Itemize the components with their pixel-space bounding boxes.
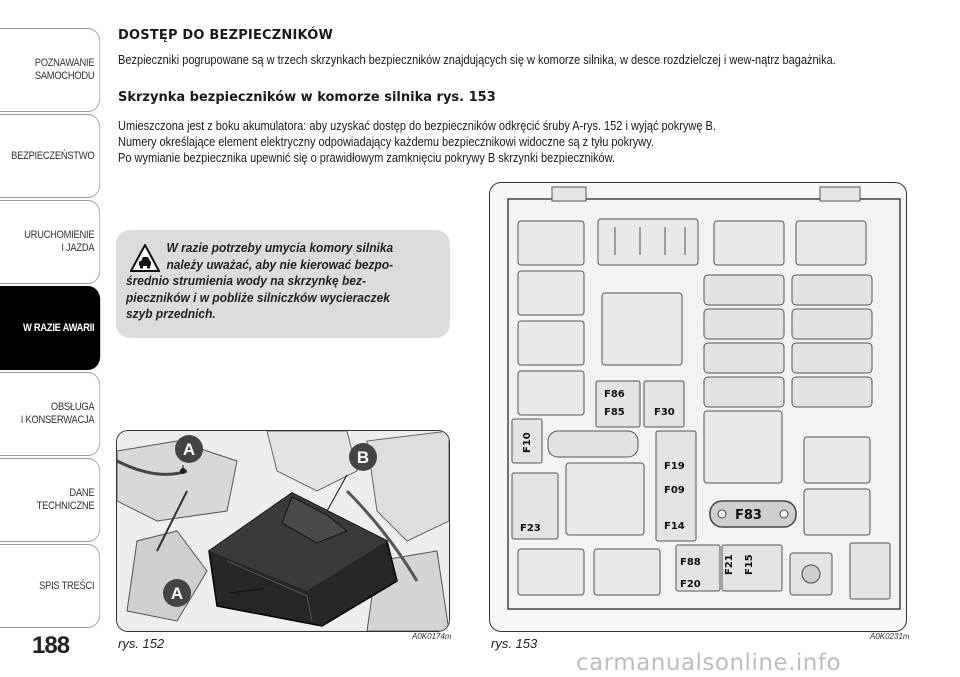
warning-car-icon xyxy=(130,244,160,272)
callout-a-label: A xyxy=(171,584,183,603)
callout-a-top xyxy=(175,435,203,463)
body-line: Numery określające element elektryczny o… xyxy=(118,135,654,149)
fuse-f88-label: F88 xyxy=(680,557,701,568)
fuse-f15-label: F15 xyxy=(744,554,755,575)
figure-153-fuse-layout: F86 F85 F30 F10 F19 F09 F14 F83 F23 F88 … xyxy=(489,182,907,632)
sidebar-tab-obsluga[interactable]: OBSŁUGA I KONSERWACJA xyxy=(0,372,101,456)
fuse-f21-label: F21 xyxy=(724,554,735,575)
fuse-f14-label: F14 xyxy=(664,521,685,532)
callout-b-label: B xyxy=(357,448,369,467)
warning-line: szyb przednich. xyxy=(126,306,216,321)
sidebar-tab-poznawanie[interactable]: POZNAWANIE SAMOCHODU xyxy=(0,28,101,112)
fuse-f20-label: F20 xyxy=(680,579,701,590)
sidebar-tab-w-razie-awarii[interactable]: W RAZIE AWARII xyxy=(0,286,101,370)
warning-text: W razie potrzeby umycia komory silnika n… xyxy=(126,240,443,323)
sidebar-tab-dane[interactable]: DANE TECHNICZNE xyxy=(0,458,101,542)
sidebar-tab-bezpieczenstwo[interactable]: BEZPIECZEŃSTWO xyxy=(0,114,101,198)
callout-a-label: A xyxy=(183,440,195,459)
fuse-f30-label: F30 xyxy=(654,407,675,418)
fuse-f85-label: F85 xyxy=(604,407,625,418)
warning-line: należy uważać, aby nie kierować bezpo- xyxy=(166,256,394,272)
section-title: DOSTĘP DO BEZPIECZNIKÓW xyxy=(118,28,333,43)
fuse-f09-label: F09 xyxy=(664,485,685,496)
figure-152-engine-fusebox: A B A xyxy=(116,430,450,632)
figure-152-caption: rys. 152 xyxy=(118,636,165,651)
page-number: 188 xyxy=(32,632,70,659)
callout-b xyxy=(349,443,377,471)
fuse-f86-label: F86 xyxy=(604,389,625,400)
sidebar-tab-uruchomienie[interactable]: URUCHOMIENIE I JAZDA xyxy=(0,200,101,284)
fuse-f23-label: F23 xyxy=(520,523,541,534)
callout-a-bottom xyxy=(163,579,191,607)
figure-153-caption: rys. 153 xyxy=(491,636,538,651)
sidebar-tab-spis-tresci[interactable]: SPIS TREŚCI xyxy=(0,544,101,628)
subsection-title: Skrzynka bezpieczników w komorze silnika… xyxy=(118,90,496,105)
warning-line: pieczników i w pobliże silniczków wycier… xyxy=(126,289,390,305)
fuse-f83-label: F83 xyxy=(735,508,762,523)
body-line: Umieszczona jest z boku akumulatora: aby… xyxy=(118,119,716,133)
body-line: Po wymianie bezpiecznika upewnić się o p… xyxy=(118,151,616,165)
figure-153-code: A0K0231m xyxy=(870,632,910,641)
fuse-f19-label: F19 xyxy=(664,461,685,472)
section-intro: Bezpieczniki pogrupowane są w trzech skr… xyxy=(118,53,836,67)
fuse-f10-label: F10 xyxy=(522,432,533,453)
watermark: carmanualsonline.info xyxy=(576,650,842,676)
figure-152-code: A0K0174m xyxy=(412,632,452,641)
warning-line: W razie potrzeby umycia komory silnika xyxy=(166,240,394,255)
subsection-body: Umieszczona jest z boku akumulatora: aby… xyxy=(118,118,945,166)
warning-line: średnio strumienia wody na skrzynkę bez- xyxy=(126,273,366,288)
warning-box: W razie potrzeby umycia komory silnika n… xyxy=(116,230,450,338)
